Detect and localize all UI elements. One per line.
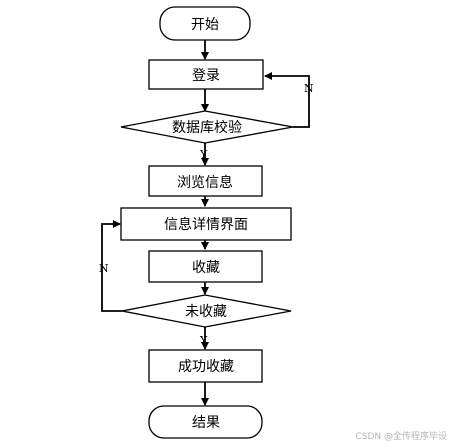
favorite-success-label: 成功收藏 — [178, 359, 234, 375]
no-branch-label-detail: N — [99, 262, 109, 275]
favorite-node: 收藏 — [148, 250, 263, 283]
detail-page-node: 信息详情界面 — [120, 207, 292, 241]
watermark-text: CSDN @全传程序毕设 — [355, 430, 447, 442]
no-branch-label-login: N — [304, 82, 314, 95]
start-node: 开始 — [159, 6, 251, 41]
favorite-label: 收藏 — [192, 260, 220, 276]
db-check-label: 数据库校验 — [172, 119, 242, 136]
browse-label: 浏览信息 — [177, 174, 233, 191]
arrow-not-favorited-no-to-detail — [101, 220, 122, 312]
end-node: 结果 — [148, 405, 263, 439]
login-node: 登录 — [148, 59, 264, 90]
login-label: 登录 — [192, 68, 220, 84]
favorite-success-node: 成功收藏 — [148, 349, 263, 383]
not-favorited-decision: 未收藏 — [121, 294, 292, 328]
yes-branch-label-success: Y — [199, 334, 208, 347]
arrow-check-no-to-login — [264, 72, 310, 128]
start-label: 开始 — [191, 17, 219, 33]
db-check-decision: 数据库校验 — [120, 110, 294, 144]
yes-branch-label-check: Y — [199, 148, 208, 161]
browse-node: 浏览信息 — [148, 165, 263, 197]
connectors — [101, 40, 310, 406]
detail-page-label: 信息详情界面 — [164, 216, 248, 233]
end-label: 结果 — [192, 415, 220, 431]
not-favorited-label: 未收藏 — [185, 304, 227, 320]
